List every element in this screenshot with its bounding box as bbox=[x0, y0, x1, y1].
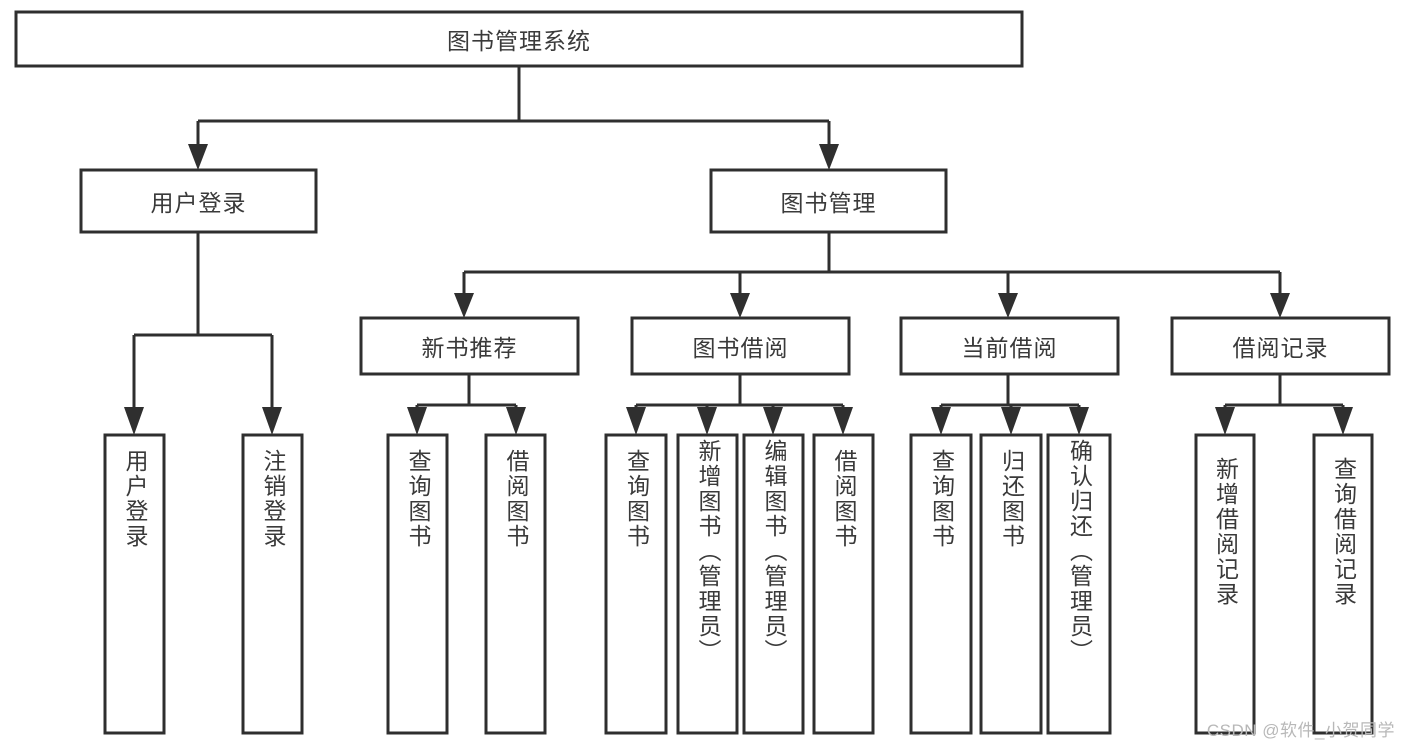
arrow-head-leaf-logout-login bbox=[262, 407, 282, 435]
arrow-head-leaf-user-login bbox=[124, 407, 144, 435]
leaf-box-return-book[interactable] bbox=[979, 433, 1043, 735]
leaf-box-add-borrow-record[interactable] bbox=[1194, 433, 1256, 735]
leaf-box-query-book-rec[interactable] bbox=[386, 433, 449, 735]
arrow-head-leaf-borrow-book bbox=[833, 407, 853, 435]
leaf-box-logout-login[interactable] bbox=[241, 433, 304, 735]
node-box-book-management[interactable] bbox=[709, 168, 948, 234]
leaf-box-query-book-borrow[interactable] bbox=[604, 433, 668, 735]
arrow-head-borrow-record bbox=[1270, 293, 1290, 318]
arrow-head-leaf-query-borrow-record bbox=[1333, 407, 1353, 435]
watermark-text: CSDN @软件_小贺同学 bbox=[1206, 721, 1395, 740]
node-box-borrow-record[interactable] bbox=[1170, 316, 1391, 376]
node-box-current-borrow[interactable] bbox=[899, 316, 1120, 376]
arrow-head-leaf-edit-book-admin bbox=[763, 407, 783, 435]
arrow-head-leaf-borrow-book-rec bbox=[506, 407, 526, 435]
node-box-user-login[interactable] bbox=[79, 168, 318, 234]
arrow-head-user-login bbox=[188, 144, 208, 170]
leaf-box-user-login[interactable] bbox=[103, 433, 166, 735]
leaf-box-query-book-current[interactable] bbox=[909, 433, 973, 735]
arrow-head-leaf-add-book-admin bbox=[697, 407, 717, 435]
leaf-box-edit-book-admin[interactable] bbox=[742, 433, 805, 735]
arrow-head-leaf-query-book-rec bbox=[407, 407, 427, 435]
leaf-box-add-book-admin[interactable] bbox=[676, 433, 739, 735]
arrow-head-leaf-query-book-current bbox=[931, 407, 951, 435]
leaf-box-confirm-return-admin[interactable] bbox=[1046, 433, 1112, 735]
arrow-head-leaf-query-book-borrow bbox=[626, 407, 646, 435]
arrow-head-new-book-recommend bbox=[454, 293, 474, 318]
leaf-box-borrow-book[interactable] bbox=[812, 433, 875, 735]
node-box-new-book-recommend[interactable] bbox=[359, 316, 580, 376]
leaf-box-borrow-book-rec[interactable] bbox=[484, 433, 547, 735]
arrow-head-current-borrow bbox=[998, 293, 1018, 318]
arrow-head-leaf-return-book bbox=[1001, 407, 1021, 435]
arrow-head-leaf-confirm-return bbox=[1069, 407, 1089, 435]
arrow-head-book-management bbox=[819, 144, 839, 170]
node-box-root[interactable] bbox=[14, 10, 1024, 68]
node-box-book-borrow[interactable] bbox=[630, 316, 851, 376]
leaf-box-query-borrow-record[interactable] bbox=[1312, 433, 1374, 735]
arrow-head-leaf-add-borrow-record bbox=[1215, 407, 1235, 435]
arrow-head-book-borrow bbox=[730, 293, 750, 318]
